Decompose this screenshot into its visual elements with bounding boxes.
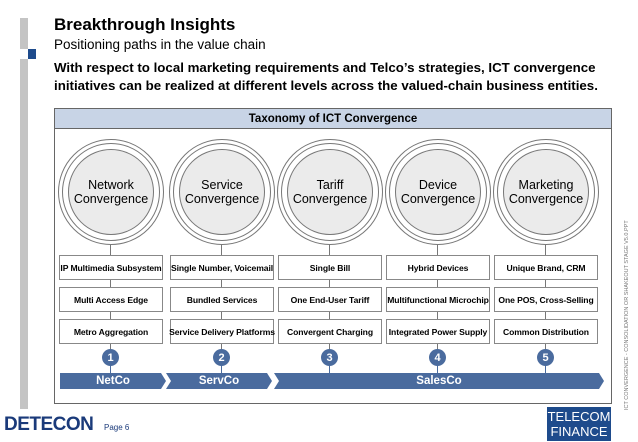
taxonomy-panel: Taxonomy of ICT Convergence Network Conv… xyxy=(54,108,612,404)
side-bar-top xyxy=(20,18,28,49)
taxonomy-item: One POS, Cross-Selling xyxy=(494,287,598,312)
convergence-label: Service Convergence xyxy=(179,149,265,235)
partner-logo-text: TELECOM FINANCE xyxy=(547,409,611,439)
taxonomy-item: Single Number, Voicemail xyxy=(170,255,274,280)
step-number-badge: 1 xyxy=(102,349,119,366)
convergence-circle: Marketing Convergence xyxy=(493,139,599,245)
detecon-logo: DETECON xyxy=(4,414,94,435)
taxonomy-item: Unique Brand, CRM xyxy=(494,255,598,280)
value-chain-segment: SalesCo xyxy=(274,373,604,389)
value-chain-segment: NetCo xyxy=(60,373,166,389)
step-number-badge: 2 xyxy=(213,349,230,366)
convergence-circle: Device Convergence xyxy=(385,139,491,245)
side-file-label: ICT CONVERGENCE - CONSOLIDATION OR SHAKE… xyxy=(624,220,630,410)
taxonomy-item: Convergent Charging xyxy=(278,319,382,344)
step-connector xyxy=(329,365,330,373)
taxonomy-item: Multifunctional Microchip xyxy=(386,287,490,312)
taxonomy-item: Hybrid Devices xyxy=(386,255,490,280)
taxonomy-item: One End-User Tariff xyxy=(278,287,382,312)
value-chain-segment: ServCo xyxy=(166,373,272,389)
step-connector xyxy=(437,365,438,373)
convergence-label: Marketing Convergence xyxy=(503,149,589,235)
convergence-circle: Tariff Convergence xyxy=(277,139,383,245)
step-number-badge: 3 xyxy=(321,349,338,366)
page-number: Page 6 xyxy=(104,423,130,432)
accent-square xyxy=(28,49,36,59)
convergence-circle: Network Convergence xyxy=(58,139,164,245)
convergence-label: Network Convergence xyxy=(68,149,154,235)
lead-text: With respect to local marketing requirem… xyxy=(54,60,598,93)
step-number-badge: 4 xyxy=(429,349,446,366)
taxonomy-item: IP Multimedia Subsystem xyxy=(59,255,163,280)
convergence-column: Network Convergence IP Multimedia Subsyst… xyxy=(58,129,164,351)
taxonomy-item: Metro Aggregation xyxy=(59,319,163,344)
telecom-finance-logo: TELECOM FINANCE xyxy=(547,407,611,441)
convergence-label: Tariff Convergence xyxy=(287,149,373,235)
convergence-circle: Service Convergence xyxy=(169,139,275,245)
taxonomy-title: Taxonomy of ICT Convergence xyxy=(55,109,611,129)
step-connector xyxy=(110,365,111,373)
taxonomy-item: Multi Access Edge xyxy=(59,287,163,312)
step-number-badge: 5 xyxy=(537,349,554,366)
convergence-label: Device Convergence xyxy=(395,149,481,235)
taxonomy-item: Single Bill xyxy=(278,255,382,280)
page-subtitle: Positioning paths in the value chain xyxy=(54,37,266,52)
taxonomy-item: Service Delivery Platforms xyxy=(169,319,275,344)
taxonomy-item: Bundled Services xyxy=(170,287,274,312)
step-connector xyxy=(221,365,222,373)
page-title: Breakthrough Insights xyxy=(54,15,236,34)
side-bar-bottom xyxy=(20,59,28,409)
step-connector xyxy=(545,365,546,373)
taxonomy-item: Integrated Power Supply xyxy=(386,319,490,344)
taxonomy-item: Common Distribution xyxy=(494,319,598,344)
